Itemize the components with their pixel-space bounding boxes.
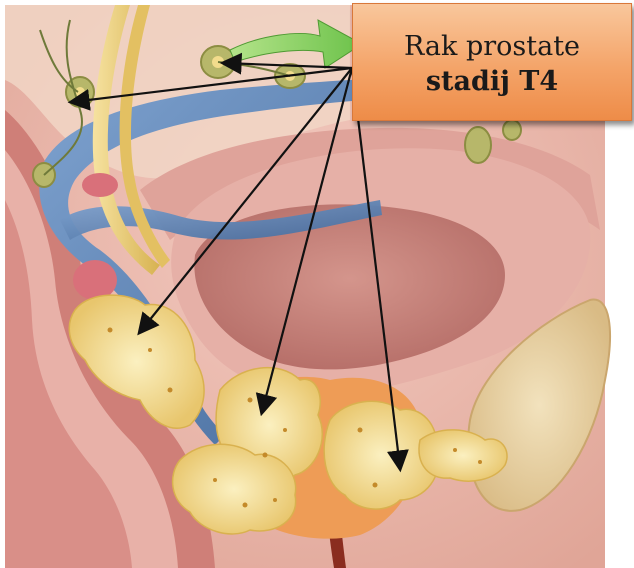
label-title: Rak prostate xyxy=(353,30,631,64)
seminal-vesicle xyxy=(82,173,118,197)
stage-label: Rak prostate stadij T4 xyxy=(352,3,632,121)
label-stage: stadij T4 xyxy=(353,64,631,100)
